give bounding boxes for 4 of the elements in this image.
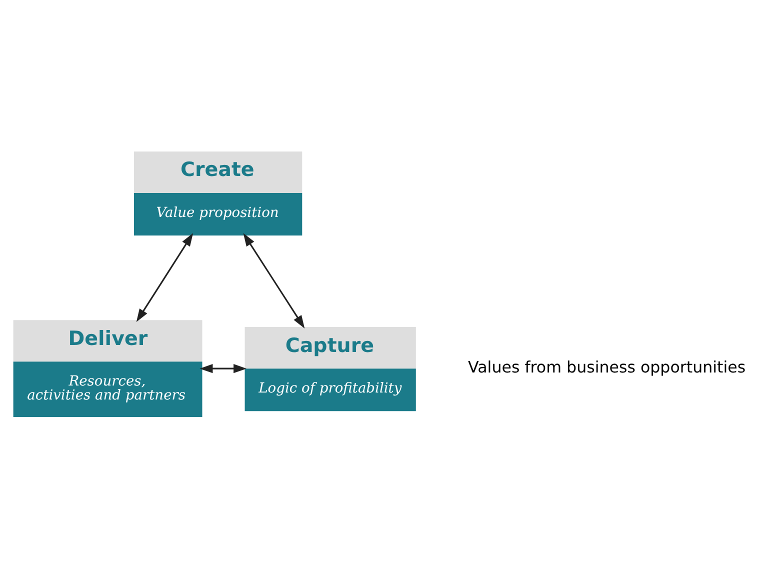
label: Values from business opportunities xyxy=(468,357,746,376)
arrow xyxy=(136,233,194,322)
arrow xyxy=(200,364,247,374)
arrow xyxy=(243,233,305,328)
